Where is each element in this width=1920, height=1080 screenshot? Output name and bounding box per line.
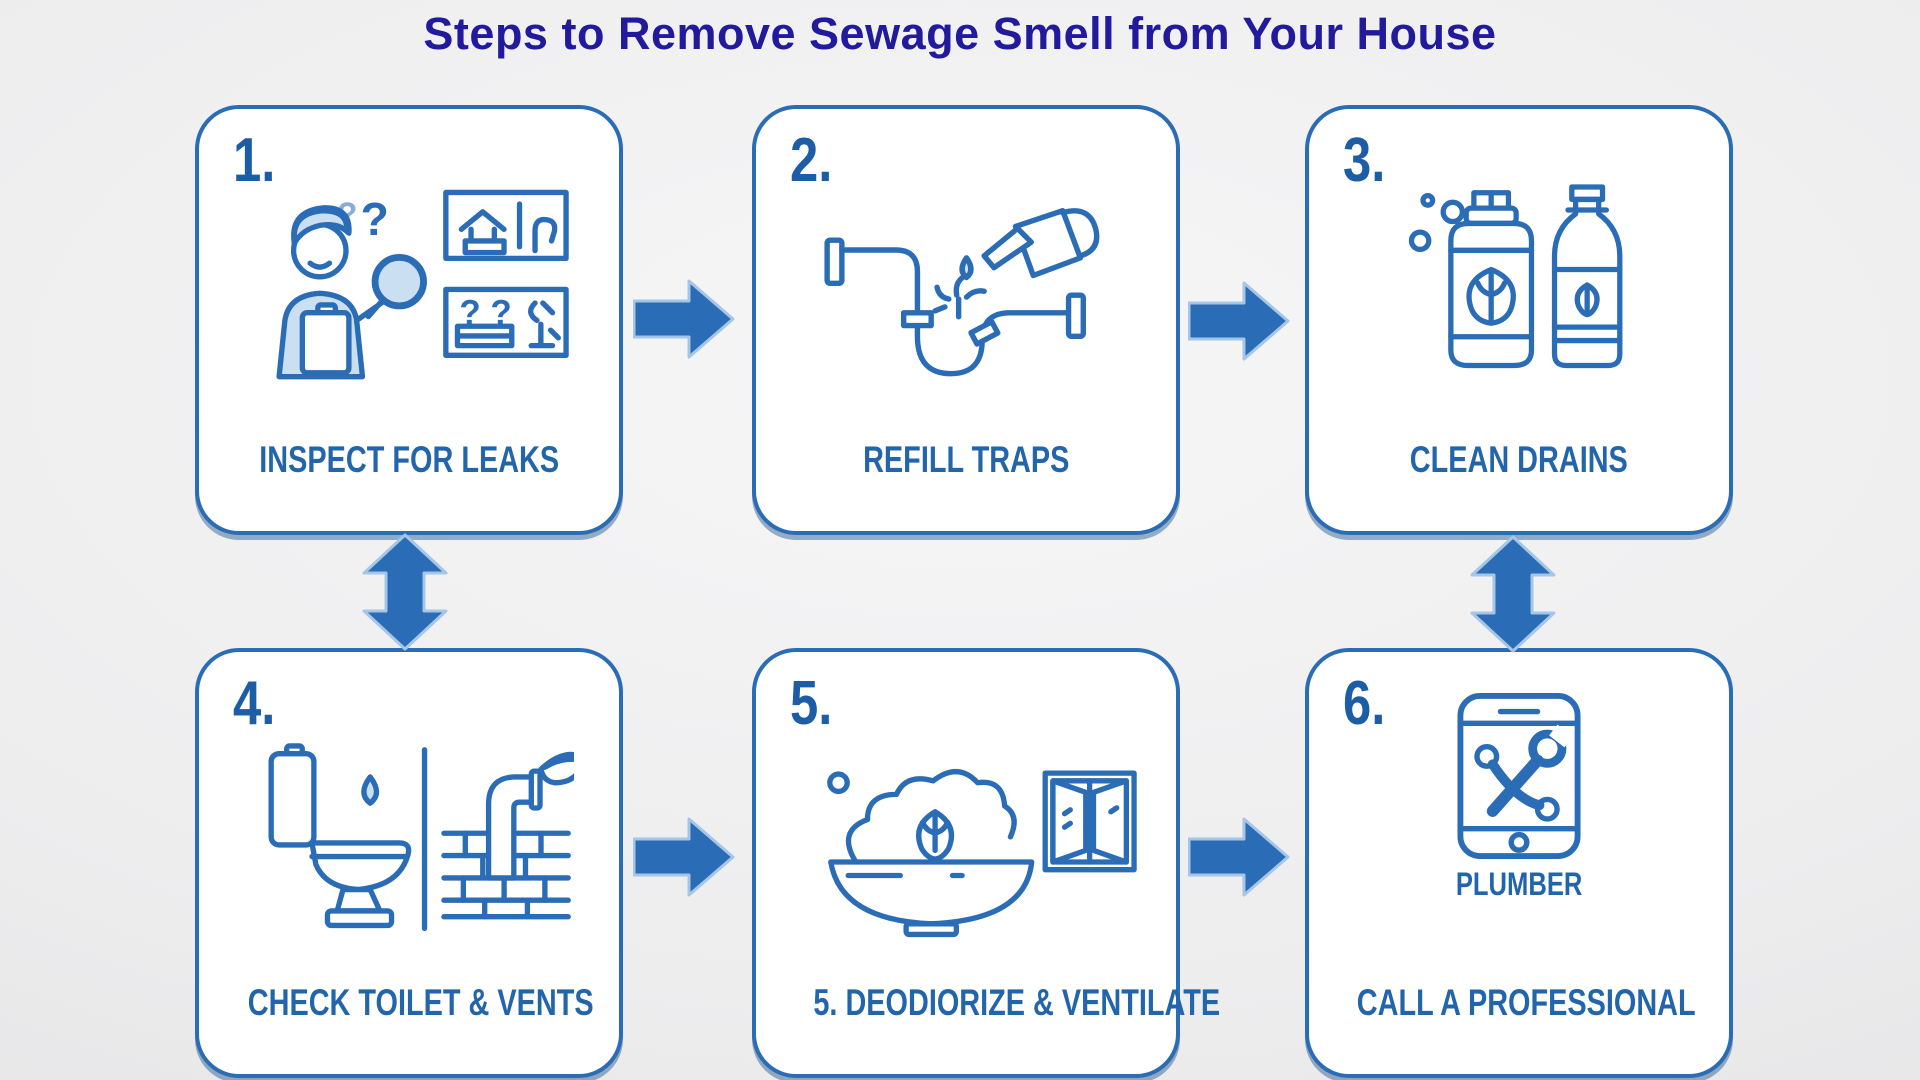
step-number: 4. [233, 669, 276, 738]
page-title: Steps to Remove Sewage Smell from Your H… [423, 8, 1497, 59]
step-card-2: 2. REFILL TRAPS [752, 105, 1180, 535]
arrow-right-icon [1188, 281, 1290, 361]
step-number: 6. [1343, 669, 1386, 738]
arrow-right-icon [1188, 817, 1290, 897]
step-number: 5. [790, 669, 833, 738]
step-label: INSPECT FOR LEAKS [259, 439, 559, 480]
clean-drains-icon [1309, 181, 1729, 407]
question-mark-glyph: ? [337, 195, 357, 232]
step-label: REFILL TRAPS [862, 439, 1070, 480]
step-label: CLEAN DRAINS [1409, 439, 1629, 480]
deodorize-ventilate-icon [756, 748, 1176, 946]
arrow-up-down-icon [362, 533, 448, 651]
step-number: 2. [790, 126, 833, 195]
phone-caption: PLUMBER [1455, 866, 1583, 902]
step-card-4: 4. CHECK TOILET & VENTS [195, 648, 623, 1078]
arrow-up-down-icon [1470, 535, 1556, 653]
step-label: CALL A PROFESSIONAL [1356, 982, 1696, 1023]
step-card-6: 6. PLUMBER CALL A PROFESSIONAL [1305, 648, 1733, 1078]
step-label: CHECK TOILET & VENTS [247, 982, 594, 1023]
inspect-for-leaks-icon: ? ? ? ? [199, 175, 619, 398]
arrow-right-icon [633, 279, 735, 359]
step-card-3: 3. [1305, 105, 1733, 535]
step-number: 1. [233, 126, 276, 195]
step-card-5: 5. 5. DEODIORIZE & VENTILATE [752, 648, 1221, 1078]
check-toilet-vents-icon [199, 742, 619, 941]
call-plumber-icon [1309, 692, 1729, 860]
step-label: 5. DEODIORIZE & VENTILATE [813, 982, 1221, 1023]
step-card-1: 1. ? ? ? ? [195, 105, 623, 535]
step-number: 3. [1343, 126, 1386, 195]
arrow-right-icon [633, 817, 735, 897]
question-mark-glyph: ? [361, 193, 389, 245]
refill-traps-icon [756, 197, 1176, 408]
